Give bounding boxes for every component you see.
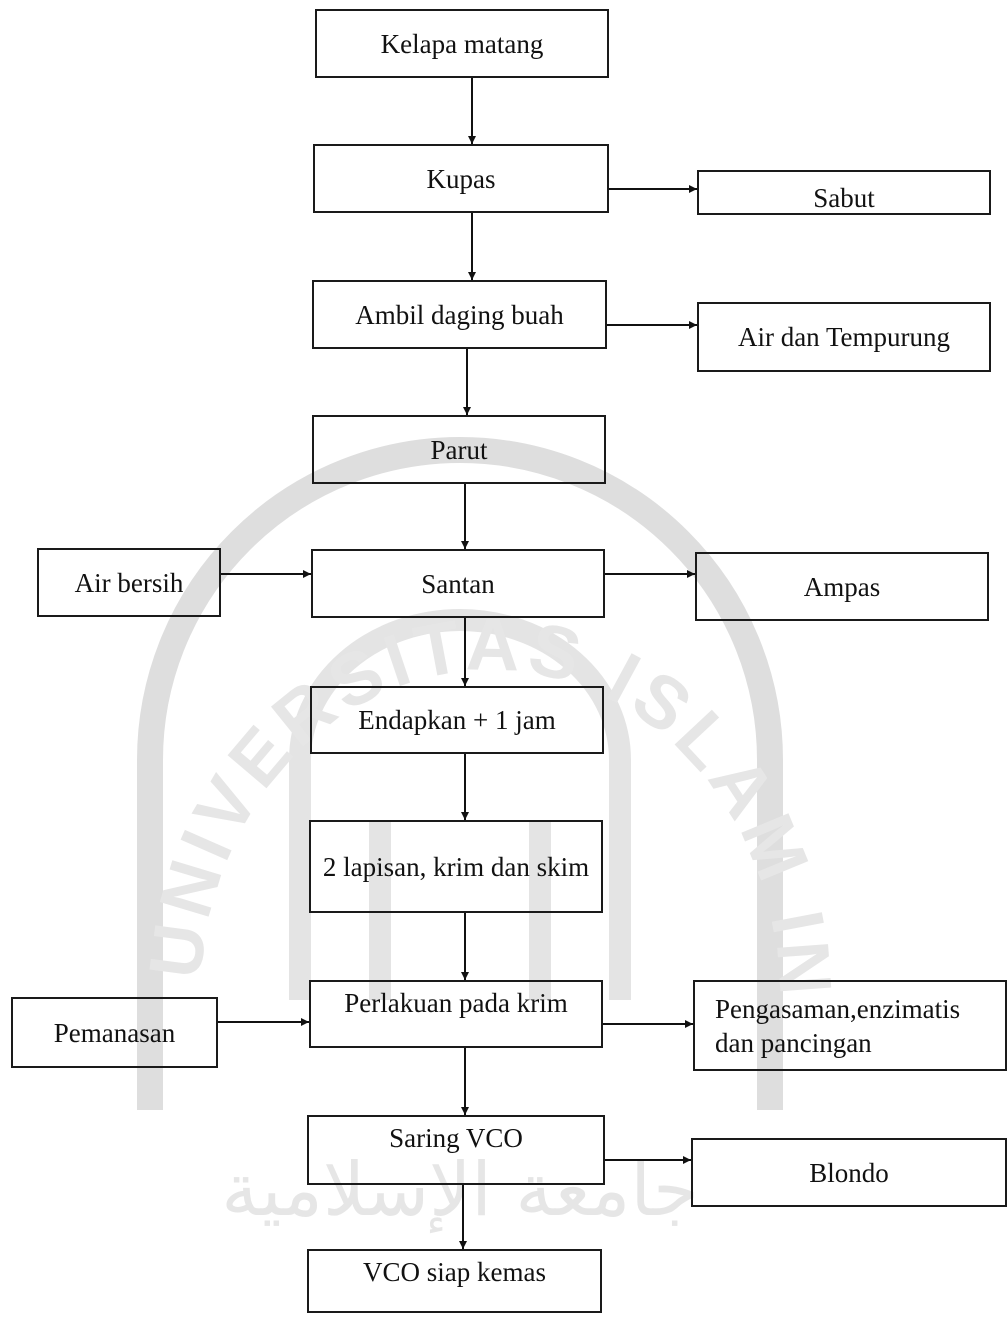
node-label: Blondo: [809, 1157, 889, 1188]
node-pemanasan: Pemanasan: [11, 997, 218, 1068]
node-sabut: Sabut: [697, 170, 991, 215]
node-ampas: Ampas: [695, 552, 989, 621]
watermark-arabic-text: جامعة الإسلامية: [221, 1147, 698, 1233]
node-label: Saring VCO: [389, 1123, 523, 1153]
node-dua-lapisan: 2 lapisan, krim dan skim: [309, 820, 603, 913]
node-label: Pengasaman,enzimatis dan pancingan: [715, 993, 961, 1058]
node-label: Air dan Tempurung: [737, 322, 951, 352]
node-label: Perlakuan pada krim: [344, 988, 568, 1018]
node-label: Parut: [430, 434, 488, 465]
node-label: Air bersih: [74, 567, 184, 598]
node-parut: Parut: [312, 415, 606, 484]
node-air-dan-tempurung: Air dan Tempurung: [697, 302, 991, 372]
node-label: Kupas: [426, 163, 496, 194]
node-label: Ampas: [803, 571, 881, 602]
node-label: Sabut: [813, 183, 875, 213]
node-label: Ambil daging buah: [355, 299, 564, 330]
node-label: Santan: [421, 568, 495, 599]
node-kupas: Kupas: [313, 144, 609, 213]
node-endapkan: Endapkan + 1 jam: [310, 686, 604, 754]
node-kelapa-matang: Kelapa matang: [315, 9, 609, 78]
node-label: Pemanasan: [53, 1017, 176, 1048]
node-label: 2 lapisan, krim dan skim: [322, 851, 590, 882]
node-vco-siap-kemas: VCO siap kemas: [307, 1249, 602, 1313]
node-label: Kelapa matang: [380, 28, 544, 59]
node-ambil-daging-buah: Ambil daging buah: [312, 280, 607, 349]
node-perlakuan-pada-krim: Perlakuan pada krim: [309, 980, 603, 1048]
node-pengasaman: Pengasaman,enzimatis dan pancingan: [693, 980, 1007, 1071]
node-santan: Santan: [311, 549, 605, 618]
node-air-bersih: Air bersih: [37, 548, 221, 617]
node-blondo: Blondo: [691, 1138, 1007, 1207]
node-label: VCO siap kemas: [363, 1257, 546, 1287]
node-label: Endapkan + 1 jam: [358, 705, 556, 735]
node-saring-vco: Saring VCO: [307, 1115, 605, 1185]
